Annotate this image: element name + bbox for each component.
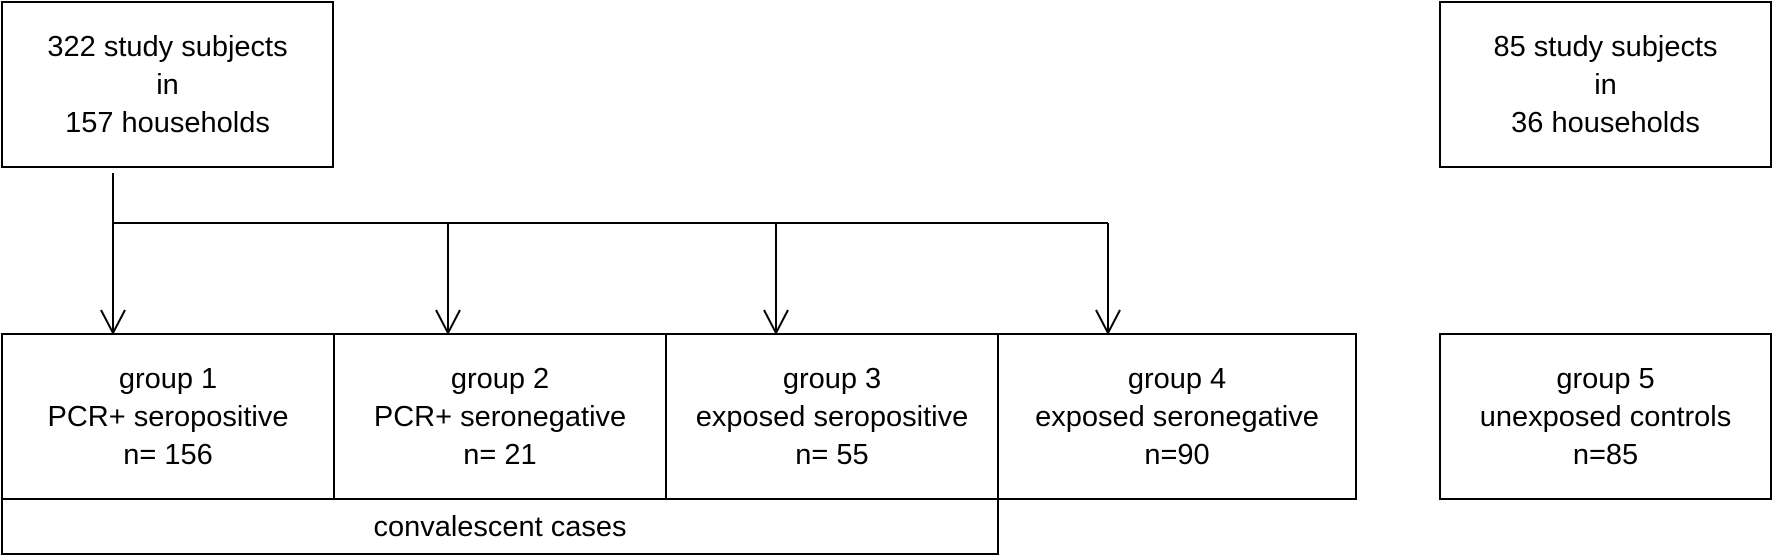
group-2-description: PCR+ seronegative (373, 400, 627, 433)
group-5-description: unexposed controls (1479, 400, 1732, 433)
control-cohort-box: 85 study subjects in 36 households (1439, 1, 1772, 168)
convalescent-cases-label: convalescent cases (373, 510, 627, 543)
group-3-title: group 3 (782, 362, 882, 395)
group-1-title: group 1 (118, 362, 218, 395)
control-cohort-line-2: in (1594, 68, 1617, 101)
exposed-cohort-line-1: 322 study subjects (47, 30, 288, 63)
group-4-count: n=90 (1144, 438, 1210, 471)
group-3-count: n= 55 (795, 438, 869, 471)
group-5-box: group 5 unexposed controls n=85 (1439, 333, 1772, 500)
group-4-box: group 4 exposed seronegative n=90 (997, 333, 1357, 500)
exposed-cohort-line-2: in (156, 68, 179, 101)
group-5-title: group 5 (1556, 362, 1655, 395)
control-cohort-line-1: 85 study subjects (1493, 30, 1718, 63)
exposed-cohort-box: 322 study subjects in 157 households (1, 1, 334, 168)
group-2-box: group 2 PCR+ seronegative n= 21 (333, 333, 667, 500)
group-2-count: n= 21 (463, 438, 537, 471)
group-1-count: n= 156 (123, 438, 213, 471)
group-3-box: group 3 exposed seropositive n= 55 (665, 333, 999, 500)
group-5-count: n=85 (1572, 438, 1639, 471)
group-4-description: exposed seronegative (1035, 400, 1319, 433)
group-2-title: group 2 (450, 362, 550, 395)
group-4-title: group 4 (1127, 362, 1227, 395)
exposed-cohort-line-3: 157 households (65, 106, 270, 139)
group-3-description: exposed seropositive (695, 400, 969, 433)
control-cohort-line-3: 36 households (1511, 106, 1700, 139)
group-1-box: group 1 PCR+ seropositive n= 156 (1, 333, 335, 500)
group-1-description: PCR+ seropositive (47, 400, 289, 433)
convalescent-cases-bar: convalescent cases (1, 498, 999, 555)
